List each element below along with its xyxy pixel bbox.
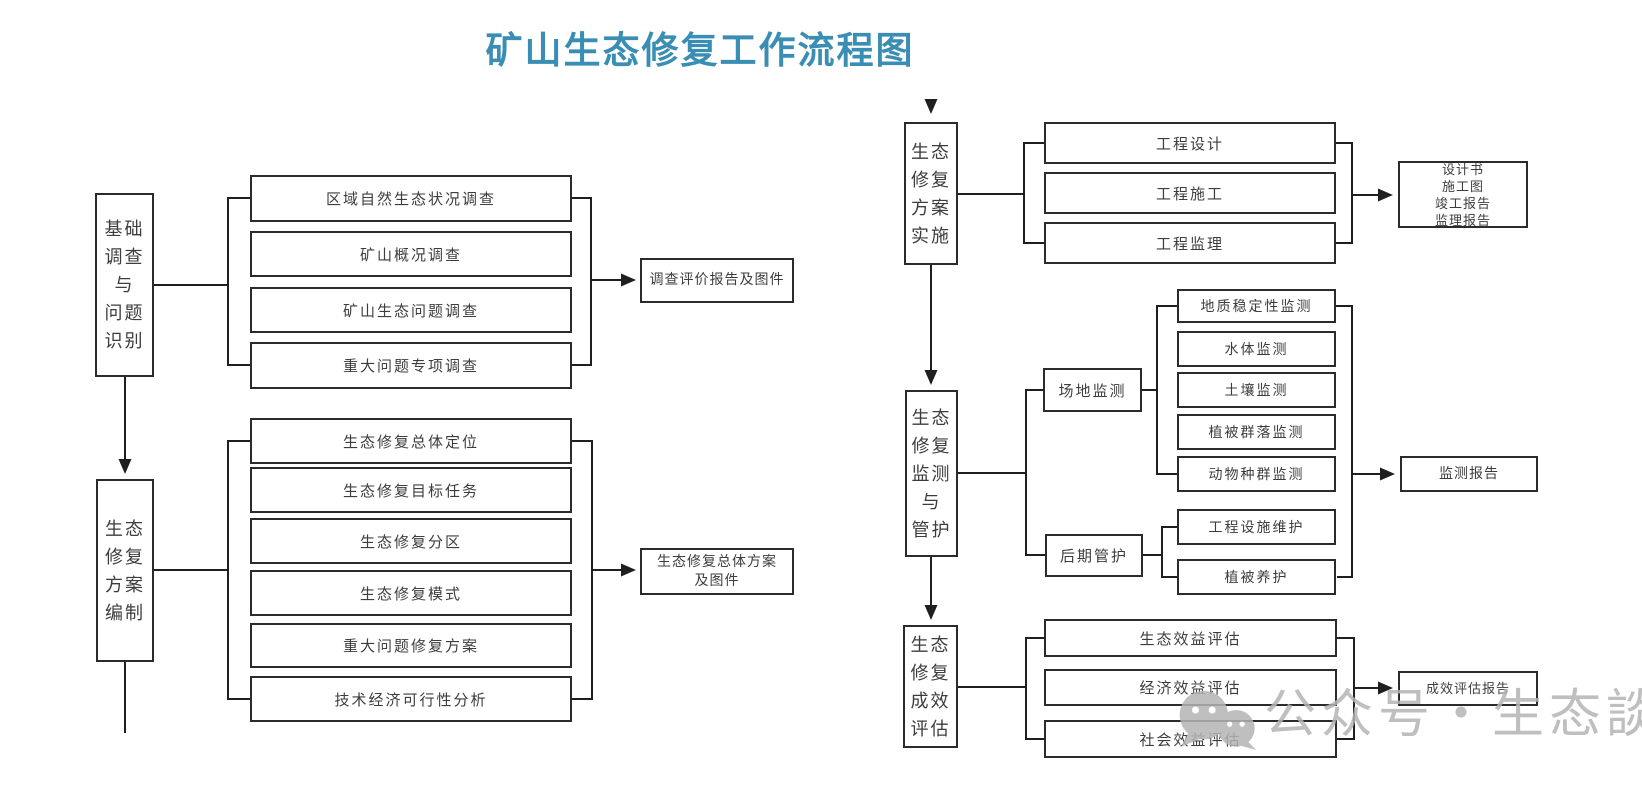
output-box-effect-eval-report: 成效评估报告 [1398,671,1538,706]
item-box-mine-eco-problem-survey: 矿山生态问题调查 [250,287,572,333]
output-box-survey-report: 调查评价报告及图件 [640,258,794,303]
stage-box-plan-implementation: 生态 修复 方案 实施 [904,122,958,265]
connector-site-spine [1142,305,1177,475]
sub-box-facility-maintenance: 工程设施维护 [1177,509,1336,545]
item-box-restoration-mode: 生态修复模式 [250,570,572,616]
item-box-engineering-supervision: 工程监理 [1044,222,1336,264]
item-box-economic-benefit-eval: 经济效益评估 [1044,669,1337,706]
connector-monitor-right-spine [1336,305,1353,578]
connector-care-spine [1143,526,1177,578]
sub-box-vegetation-community-monitoring: 植被群落监测 [1177,414,1336,450]
stage-box-effect-evaluation: 生态 修复 成效 评估 [903,625,958,748]
item-box-goal-tasks: 生态修复目标任务 [250,467,572,513]
connector-impl-right-spine [1336,142,1353,244]
output-box-monitoring-report: 监测报告 [1400,456,1538,492]
sub-box-geological-stability-monitoring: 地质稳定性监测 [1177,289,1336,323]
item-box-major-problem-survey: 重大问题专项调查 [250,342,572,389]
stage-box-basic-survey: 基础 调查 与 问题 识别 [95,193,154,377]
connector-s2-to-spine [154,440,250,700]
connector-s5-to-spine [958,637,1044,740]
item-box-regional-ecology-survey: 区域自然生态状况调查 [250,175,572,222]
connector-survey-right-spine [572,197,592,366]
sub-box-water-monitoring: 水体监测 [1177,331,1336,367]
sub-box-soil-monitoring: 土壤监测 [1177,372,1336,408]
connector-eval-right-spine [1337,637,1355,740]
connector-s4-to-spine [958,389,1045,556]
page-title: 矿山生态修复工作流程图 [485,30,915,71]
output-box-overall-plan: 生态修复总体方案 及图件 [640,548,794,595]
output-box-impl-documents: 设计书 施工图 竣工报告 监理报告 [1398,161,1528,228]
item-box-overall-positioning: 生态修复总体定位 [250,418,572,464]
mid-box-site-monitoring: 场地监测 [1043,368,1142,412]
item-box-engineering-design: 工程设计 [1044,122,1336,164]
item-box-ecological-benefit-eval: 生态效益评估 [1044,619,1337,657]
item-box-major-problem-plan: 重大问题修复方案 [250,623,572,668]
item-box-restoration-zoning: 生态修复分区 [250,518,572,564]
connector-s1-to-spine [154,197,250,366]
item-box-mine-overview-survey: 矿山概况调查 [250,231,572,277]
stage-box-plan-compilation: 生态 修复 方案 编制 [96,479,154,662]
item-box-feasibility-analysis: 技术经济可行性分析 [250,676,572,722]
item-box-engineering-construction: 工程施工 [1044,172,1336,214]
connector-s3-to-spine [957,142,1044,244]
item-box-social-benefit-eval: 社会效益评估 [1044,720,1337,758]
mid-box-later-care: 后期管护 [1045,534,1143,577]
sub-box-animal-population-monitoring: 动物种群监测 [1177,456,1336,492]
connector-plan-right-spine [572,440,593,700]
stage-box-monitoring-care: 生态 修复 监测 与 管护 [905,390,958,557]
sub-box-vegetation-care: 植被养护 [1177,559,1336,595]
